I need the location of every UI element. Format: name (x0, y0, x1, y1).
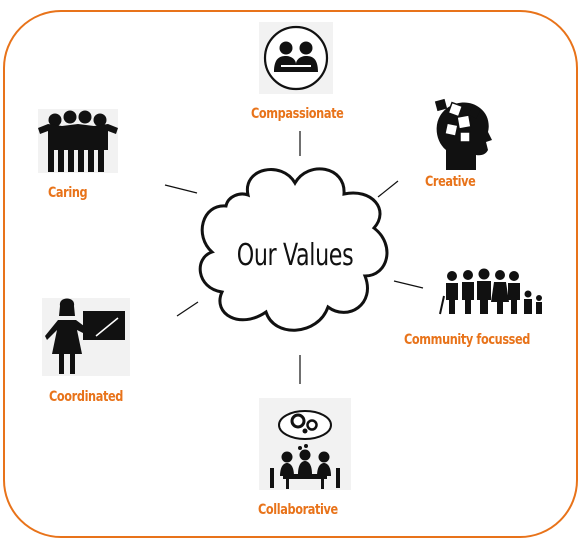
label-compassionate: Compassionate (251, 106, 344, 122)
values-frame (3, 10, 578, 538)
hugging-people-icon (259, 22, 333, 94)
connector-creative (377, 180, 399, 198)
label-creative: Creative (425, 174, 476, 190)
connector-community (393, 280, 424, 289)
puzzle-head-icon (434, 98, 492, 170)
group-embrace-icon (38, 109, 118, 173)
connector-lines (164, 131, 424, 384)
label-community: Community focussed (404, 332, 530, 348)
family-group-icon (439, 268, 542, 315)
connector-coordinated (176, 301, 199, 317)
cloud-shape (198, 167, 389, 332)
connector-caring (164, 184, 198, 194)
teacher-board-icon (42, 298, 130, 376)
label-collaborative: Collaborative (258, 502, 338, 518)
label-coordinated: Coordinated (49, 389, 123, 405)
label-caring: Caring (48, 185, 88, 201)
team-meeting-icon (259, 398, 351, 490)
center-title: Our Values (236, 238, 354, 273)
